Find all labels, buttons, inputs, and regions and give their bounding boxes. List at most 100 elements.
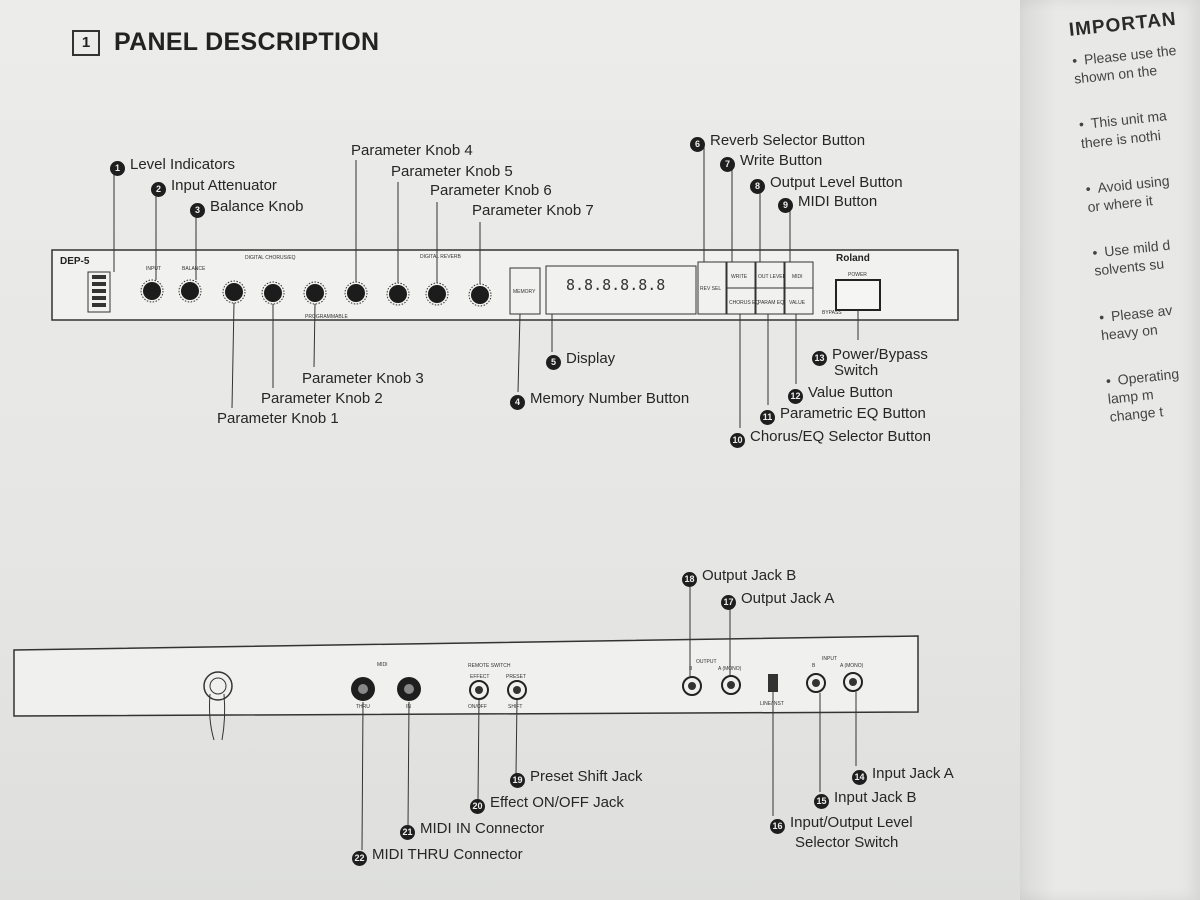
value-label: VALUE bbox=[789, 300, 806, 306]
bullet-3: •Avoid using or where it bbox=[1084, 172, 1171, 215]
power-label: POWER bbox=[848, 272, 867, 278]
parameter-knob-3[interactable] bbox=[303, 281, 327, 305]
label-parameter-knob-7: Parameter Knob 7 bbox=[472, 202, 594, 219]
write-label: WRITE bbox=[731, 274, 748, 280]
callout-badge: 4 bbox=[510, 395, 525, 411]
preset-label: PRESET bbox=[506, 674, 526, 680]
output-jack-a[interactable] bbox=[721, 675, 741, 695]
panel-diagram: DEP-5 Roland DIGITAL CHORUS/EQ DIGITAL R… bbox=[13, 146, 959, 851]
section-title: PANEL DESCRIPTION bbox=[114, 28, 380, 56]
callout-badge: 14 bbox=[852, 770, 867, 786]
label-power-bypass-line2: Switch bbox=[834, 362, 879, 379]
callout-badge: 16 bbox=[770, 819, 785, 835]
output-jack-b[interactable] bbox=[682, 676, 702, 696]
input-knob-label: INPUT bbox=[146, 266, 161, 272]
callout-badge: 21 bbox=[400, 825, 415, 841]
line-inst-label: LINE/INST bbox=[760, 701, 784, 707]
bullet-2: •This unit ma there is nothi bbox=[1078, 107, 1168, 151]
label-parameter-knob-1: Parameter Knob 1 bbox=[217, 410, 339, 427]
input-a-label: A (MONO) bbox=[840, 663, 864, 669]
label-io-level-selector-line2: Selector Switch bbox=[795, 834, 899, 851]
input-attenuator-knob[interactable] bbox=[140, 279, 164, 303]
callout-badge: 22 bbox=[352, 851, 367, 867]
output-b-label: B bbox=[689, 666, 693, 672]
callout-badge: 1 bbox=[110, 161, 125, 177]
display-window bbox=[545, 265, 697, 315]
label-parameter-knob-4: Parameter Knob 4 bbox=[351, 142, 473, 159]
shift-label: SHIFT bbox=[508, 704, 522, 710]
value-button[interactable] bbox=[784, 287, 814, 315]
rev-sel-label: REV SEL bbox=[700, 286, 721, 292]
chorus-eq-label: CHORUS EQ bbox=[729, 300, 759, 306]
level-indicators bbox=[87, 271, 111, 313]
memory-number-button[interactable] bbox=[509, 267, 541, 315]
callout-badge: 2 bbox=[151, 182, 166, 198]
parametric-eq-button[interactable] bbox=[755, 287, 785, 315]
balance-knob[interactable] bbox=[178, 279, 202, 303]
midi-label: MIDI bbox=[792, 274, 803, 280]
input-group-label: INPUT bbox=[822, 656, 837, 662]
effect-onoff-jack[interactable] bbox=[469, 680, 489, 700]
callout-badge: 8 bbox=[750, 179, 765, 195]
callout-badge: 17 bbox=[721, 595, 736, 611]
label-parameter-knob-2: Parameter Knob 2 bbox=[261, 390, 383, 407]
bullet-1: •Please use the shown on the bbox=[1071, 41, 1178, 87]
bypass-label: BYPASS bbox=[822, 310, 842, 316]
callout-badge: 5 bbox=[546, 355, 561, 371]
midi-group-label: MIDI bbox=[377, 662, 388, 668]
midi-in-connector[interactable] bbox=[397, 677, 421, 701]
section-number-box: 1 bbox=[72, 29, 100, 56]
callout-badge: 20 bbox=[470, 799, 485, 815]
button-cluster bbox=[697, 261, 814, 315]
parameter-knob-1[interactable] bbox=[222, 280, 246, 304]
line-inst-switch[interactable] bbox=[768, 674, 778, 692]
callout-badge: 12 bbox=[788, 389, 803, 405]
display-digits: 8.8.8.8.8.8 bbox=[566, 276, 665, 294]
out-level-label: OUT LEVEL bbox=[758, 274, 786, 280]
rear-panel: MIDI THRU IN REMOTE SWITCH EFFECT PRESET… bbox=[13, 580, 919, 851]
front-leader-lines bbox=[113, 146, 859, 428]
output-group-label: OUTPUT bbox=[696, 659, 717, 665]
onoff-label: ON/OFF bbox=[468, 704, 487, 710]
input-jack-a[interactable] bbox=[843, 672, 863, 692]
midi-thru-connector[interactable] bbox=[351, 677, 375, 701]
remote-switch-label: REMOTE SWITCH bbox=[468, 663, 511, 669]
preset-shift-jack[interactable] bbox=[507, 680, 527, 700]
chorus-group-label: DIGITAL CHORUS/EQ bbox=[245, 255, 296, 261]
balance-knob-label: BALANCE bbox=[182, 266, 206, 272]
input-b-label: B bbox=[812, 663, 816, 669]
power-bypass-switch[interactable] bbox=[835, 279, 881, 311]
chorus-eq-selector-button[interactable] bbox=[726, 287, 756, 315]
facing-page bbox=[1020, 0, 1200, 900]
brand-logo: Roland bbox=[836, 253, 870, 264]
manual-page bbox=[0, 0, 1040, 900]
input-jack-b[interactable] bbox=[806, 673, 826, 693]
callout-badge: 7 bbox=[720, 157, 735, 173]
callout-badge: 15 bbox=[814, 794, 829, 810]
parameter-knob-2[interactable] bbox=[261, 281, 285, 305]
level-leds bbox=[92, 275, 106, 307]
programmable-label: PROGRAMMABLE bbox=[305, 314, 348, 320]
rear-leader-lines bbox=[361, 580, 857, 851]
bullet-5: •Please av heavy on bbox=[1098, 301, 1174, 343]
bullet-4: •Use mild d solvents su bbox=[1091, 236, 1171, 279]
callout-badge: 10 bbox=[730, 433, 745, 449]
